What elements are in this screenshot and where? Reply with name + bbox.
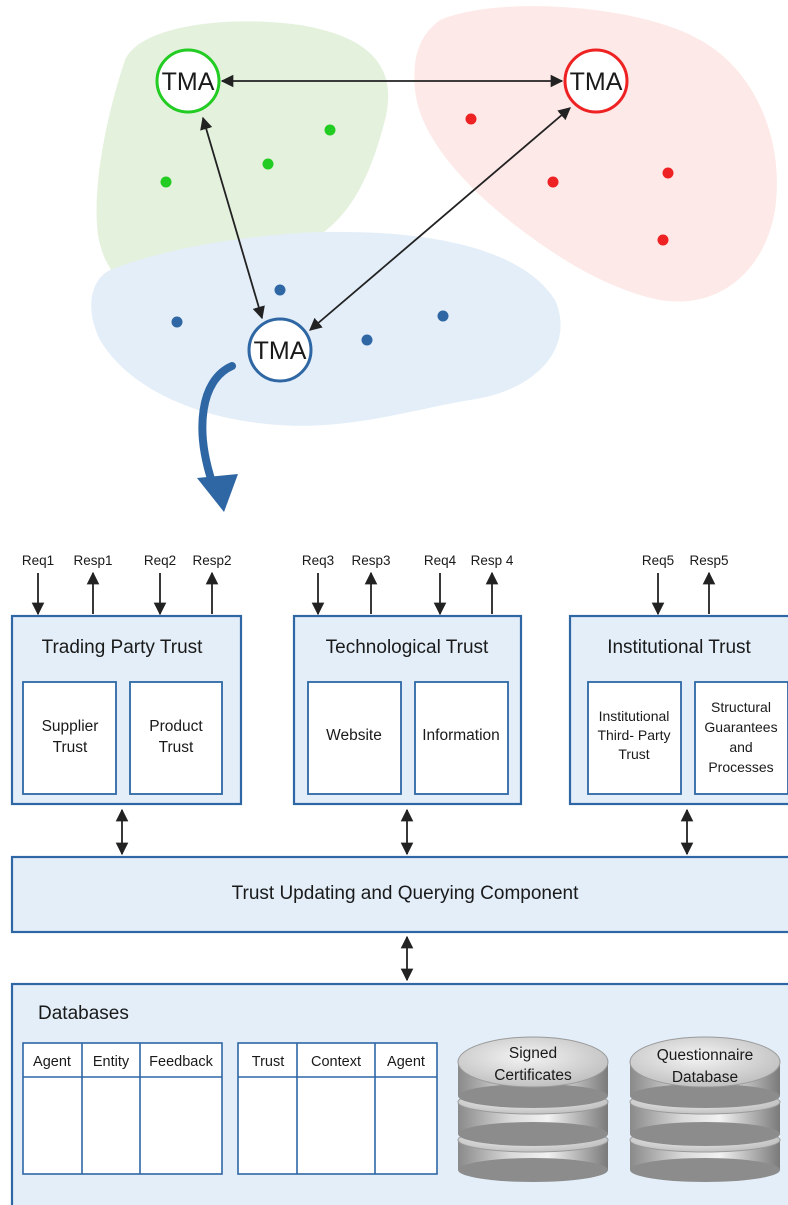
red-dot xyxy=(662,167,674,179)
zoom-arrow-head xyxy=(197,474,238,512)
third-party-line2: Third- Party xyxy=(597,727,670,743)
tma-label: TMA xyxy=(162,68,215,96)
tma-node-red: TMA xyxy=(563,48,629,114)
signed-certificates-db-icon: Signed Certificates xyxy=(457,1036,609,1182)
resp5-label: Resp5 xyxy=(689,553,728,568)
tma-node-blue: TMA xyxy=(247,317,313,383)
structural-line1: Structural xyxy=(711,699,771,715)
information-label: Information xyxy=(422,727,500,744)
table1-header-entity: Entity xyxy=(93,1054,130,1070)
resp3-label: Resp3 xyxy=(351,553,390,568)
blue-dot xyxy=(274,284,286,296)
component-title: Trust Updating and Querying Component xyxy=(232,883,579,904)
green-dot xyxy=(324,124,336,136)
green-dot xyxy=(262,158,274,170)
third-party-trust-box xyxy=(587,681,682,795)
website-box xyxy=(307,681,402,795)
zoom-arrow xyxy=(198,362,236,486)
tma-node-green: TMA xyxy=(155,48,221,114)
supplier-trust-box xyxy=(22,681,117,795)
trust-updating-component: Trust Updating and Querying Component xyxy=(10,855,788,934)
red-dot xyxy=(547,176,559,188)
table2-header-agent: Agent xyxy=(387,1054,425,1070)
product-trust-line1: Product xyxy=(149,718,203,735)
blue-dot xyxy=(437,310,449,322)
trading-party-trust-title: Trading Party Trust xyxy=(42,637,204,658)
req5-label: Req5 xyxy=(642,553,674,568)
institutional-trust-box: Institutional Trust Institutional Third-… xyxy=(568,614,788,806)
supplier-trust-line1: Supplier xyxy=(42,718,99,735)
red-dot xyxy=(465,113,477,125)
technological-trust-title: Technological Trust xyxy=(326,637,489,658)
table1-header-agent: Agent xyxy=(33,1054,71,1070)
db1-line2: Certificates xyxy=(494,1067,572,1084)
table2-header-trust: Trust xyxy=(252,1054,285,1070)
databases-title: Databases xyxy=(38,1003,129,1024)
resp2-label: Resp2 xyxy=(192,553,231,568)
third-party-line1: Institutional xyxy=(599,708,670,724)
third-party-line3: Trust xyxy=(618,746,649,762)
feedback-table: Agent Entity Feedback xyxy=(22,1042,223,1175)
information-box xyxy=(414,681,509,795)
structural-guarantees-box xyxy=(694,681,788,795)
questionnaire-db-icon: Questionnaire Database xyxy=(629,1036,781,1182)
technological-trust-box: Technological Trust Website Information xyxy=(292,614,523,806)
req4-label: Req4 xyxy=(424,553,457,568)
db2-line2: Database xyxy=(672,1069,738,1086)
component-connectors xyxy=(115,808,694,856)
product-trust-line2: Trust xyxy=(159,739,194,756)
blue-dot xyxy=(171,316,183,328)
green-dot xyxy=(160,176,172,188)
tma-label: TMA xyxy=(254,337,307,365)
databases-box: Databases Agent Entity Feedback Trust Co… xyxy=(10,982,788,1205)
blue-region xyxy=(91,231,561,426)
trust-context-table: Trust Context Agent xyxy=(237,1042,438,1175)
institutional-trust-title: Institutional Trust xyxy=(607,637,751,658)
supplier-trust-line2: Trust xyxy=(53,739,88,756)
red-dot xyxy=(657,234,669,246)
db1-line1: Signed xyxy=(509,1045,557,1062)
req2-label: Req2 xyxy=(144,553,176,568)
link-red-blue xyxy=(309,107,571,331)
structural-line4: Processes xyxy=(708,759,773,775)
structural-line3: and xyxy=(729,739,752,755)
io-labels: Req1 Resp1 Req2 Resp2 Req3 Resp3 Req4 Re… xyxy=(22,553,729,568)
table2-header-context: Context xyxy=(311,1054,361,1070)
trust-network: TMA TMA TMA xyxy=(91,6,777,512)
product-trust-box xyxy=(129,681,223,795)
link-green-blue xyxy=(200,116,265,320)
req3-label: Req3 xyxy=(302,553,334,568)
tma-label: TMA xyxy=(570,68,623,96)
website-label: Website xyxy=(326,727,382,744)
resp1-label: Resp1 xyxy=(73,553,112,568)
table1-header-feedback: Feedback xyxy=(149,1054,213,1070)
resp4-label: Resp 4 xyxy=(471,553,514,568)
req1-label: Req1 xyxy=(22,553,54,568)
db2-line1: Questionnaire xyxy=(657,1047,754,1064)
io-arrows xyxy=(31,571,716,616)
blue-dot xyxy=(361,334,373,346)
trading-party-trust-box: Trading Party Trust Supplier Trust Produ… xyxy=(10,614,243,806)
structural-line2: Guarantees xyxy=(704,719,777,735)
